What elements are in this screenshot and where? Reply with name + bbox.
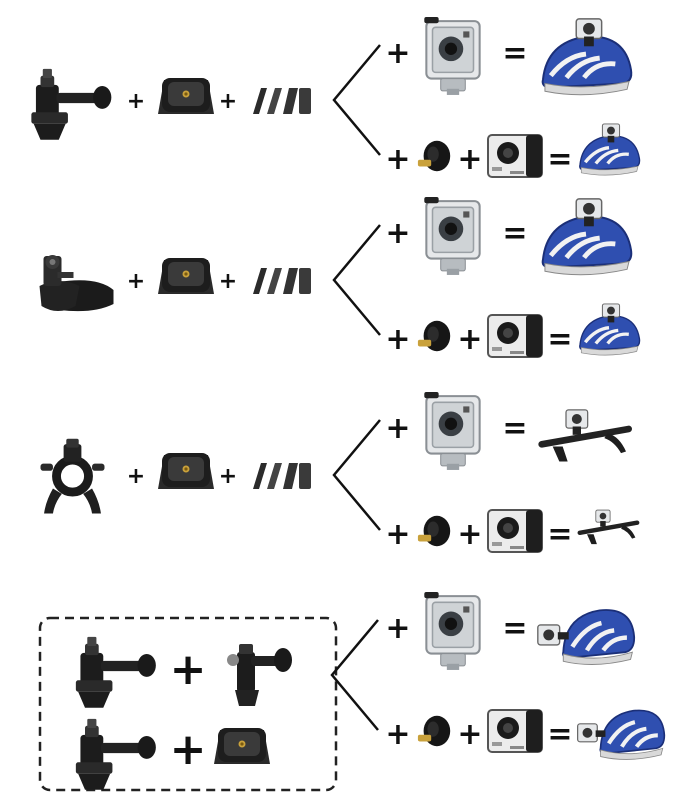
waterproof-housing-camera-icon: [423, 196, 481, 276]
camera-on-helmet-top-icon: [578, 302, 642, 357]
kit-group-box: [38, 616, 338, 792]
adhesive-pads-icon: [253, 88, 311, 114]
h5-action-camera-icon: [487, 314, 543, 358]
adhesive-pads-icon: [253, 268, 311, 294]
plus-symbol: +: [385, 611, 410, 646]
plus-symbol: +: [457, 142, 482, 177]
plus-symbol: +: [457, 322, 482, 357]
adhesive-flat-mount-icon: [214, 728, 270, 764]
camera-on-helmet-side-icon: [578, 710, 665, 759]
equals-symbol: =: [547, 142, 572, 177]
extension-arm-icon: [227, 644, 292, 706]
plus-symbol: +: [385, 216, 410, 251]
equals-symbol: =: [502, 411, 527, 446]
camera-on-helmet-top-icon: [543, 199, 632, 275]
h5-action-camera-icon: [487, 134, 543, 178]
adhesive-flat-mount-icon: [158, 258, 214, 294]
equals-symbol: =: [547, 717, 572, 752]
quick-release-buckle-mount-icon: [39, 255, 114, 312]
branch-connector: [332, 419, 381, 531]
plus-symbol: +: [385, 36, 410, 71]
branch-connector: [332, 224, 381, 336]
adhesive-flat-mount-icon: [158, 78, 214, 114]
plus-symbol: +: [219, 464, 237, 489]
branch-connector: [332, 44, 381, 156]
camera-on-helmet-top-icon: [543, 19, 632, 95]
handlebar-clamp-mount-icon: [41, 439, 105, 514]
equals-symbol: =: [547, 322, 572, 357]
equals-symbol: =: [502, 611, 527, 646]
adhesive-pads-icon: [253, 463, 311, 489]
plus-symbol: +: [127, 269, 145, 294]
plus-symbol: +: [385, 411, 410, 446]
adhesive-flat-mount-icon: [158, 453, 214, 489]
h5-action-camera-icon: [487, 509, 543, 553]
plus-symbol: +: [457, 717, 482, 752]
camera-on-helmet-top-icon: [578, 122, 642, 177]
equals-symbol: =: [502, 36, 527, 71]
swivel-j-mount-icon: [31, 68, 112, 140]
camera-on-helmet-side-icon: [538, 610, 634, 665]
plus-symbol: +: [457, 517, 482, 552]
tripod-screw-adapter-icon: [417, 515, 451, 547]
swivel-arm-mount-icon: [75, 636, 156, 708]
h5-action-camera-icon: [487, 709, 543, 753]
plus-symbol: +: [385, 517, 410, 552]
waterproof-housing-camera-icon: [423, 16, 481, 96]
camera-on-handlebar-icon: [576, 509, 641, 545]
plus-symbol: +: [127, 89, 145, 114]
plus-symbol: +: [127, 464, 145, 489]
plus-symbol: +: [219, 89, 237, 114]
equals-symbol: =: [547, 517, 572, 552]
swivel-arm-mount-icon: [75, 718, 156, 790]
plus-symbol: +: [385, 142, 410, 177]
branch-connector: [330, 619, 379, 731]
plus-symbol: +: [219, 269, 237, 294]
tripod-screw-adapter-icon: [417, 715, 451, 747]
plus-symbol: +: [170, 644, 207, 695]
plus-symbol: +: [385, 322, 410, 357]
camera-on-handlebar-icon: [536, 408, 634, 463]
waterproof-housing-camera-icon: [423, 591, 481, 671]
equals-symbol: =: [502, 216, 527, 251]
tripod-screw-adapter-icon: [417, 140, 451, 172]
waterproof-housing-camera-icon: [423, 391, 481, 471]
plus-symbol: +: [385, 717, 410, 752]
tripod-screw-adapter-icon: [417, 320, 451, 352]
plus-symbol: +: [170, 724, 207, 775]
